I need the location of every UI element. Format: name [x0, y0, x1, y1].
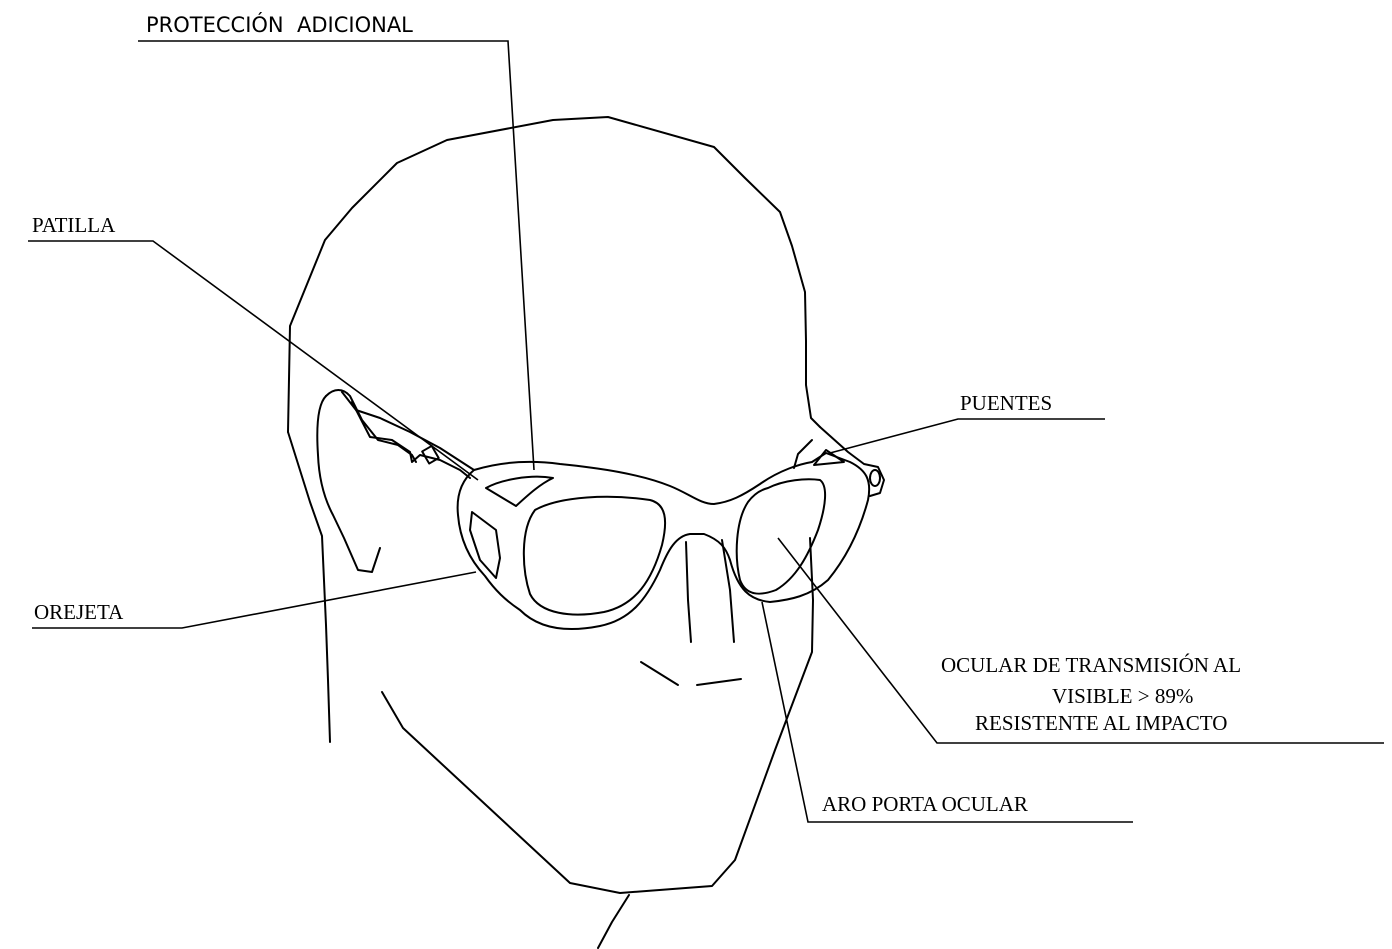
- temple-arm-outer: [342, 392, 474, 470]
- leader-patilla: [28, 241, 478, 480]
- glasses-illustration: [342, 392, 880, 629]
- hinge-pin: [870, 470, 880, 486]
- ear-outline: [317, 396, 380, 572]
- side-shield-ear: [470, 512, 500, 578]
- temple-arm-inner: [352, 402, 470, 478]
- label-ocular-line1: OCULAR DE TRANSMISIÓN AL: [941, 653, 1241, 677]
- mouth-left: [641, 662, 678, 685]
- label-orejeta: OREJETA: [34, 600, 124, 624]
- label-aro-porta-ocular: ARO PORTA OCULAR: [822, 792, 1028, 816]
- label-proteccion-adicional: PROTECCIÓN ADICIONAL: [146, 12, 413, 37]
- leader-puentes: [830, 419, 1105, 453]
- leader-proteccion: [138, 41, 534, 470]
- label-ocular-line2: VISIBLE > 89%: [1052, 684, 1193, 708]
- mouth-right: [697, 679, 741, 685]
- nose-left: [686, 542, 691, 642]
- neck-line: [598, 895, 629, 948]
- label-ocular-line3: RESISTENTE AL IMPACTO: [975, 711, 1227, 735]
- head-illustration: [288, 117, 884, 948]
- side-shield-top: [486, 477, 553, 506]
- label-patilla: PATILLA: [32, 213, 116, 237]
- label-puentes: PUENTES: [960, 391, 1052, 415]
- head-outline: [288, 117, 820, 432]
- face-back-line: [288, 432, 330, 742]
